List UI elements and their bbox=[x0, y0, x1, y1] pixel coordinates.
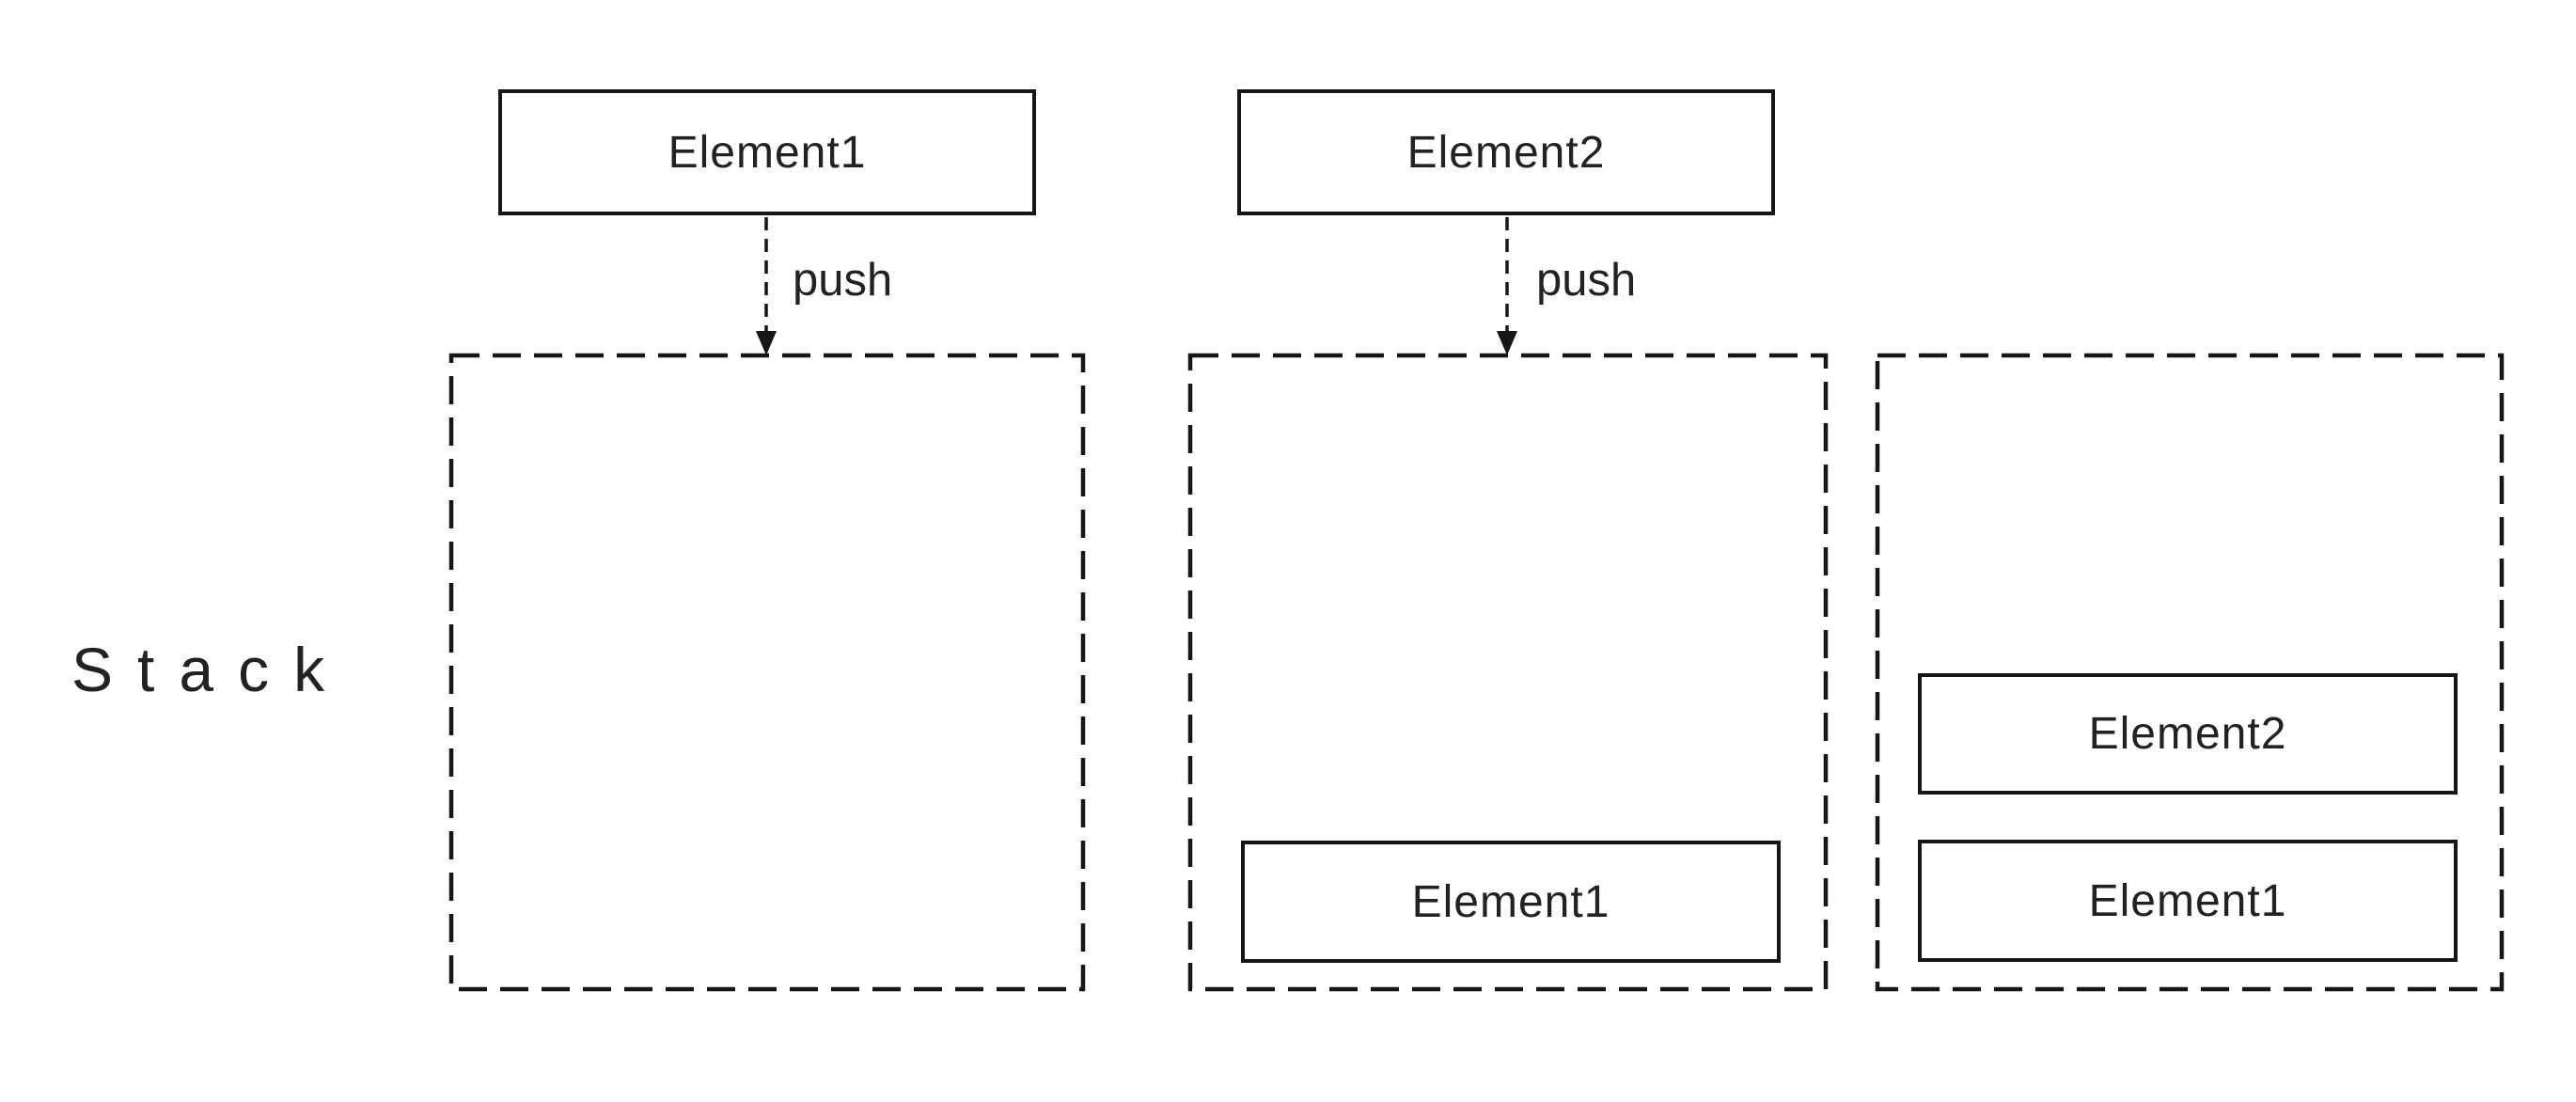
element1-source-box: Element1 bbox=[498, 89, 1036, 215]
stack-item-label: Element2 bbox=[2088, 709, 2287, 759]
stack-item-label: Element1 bbox=[2088, 875, 2287, 926]
stack-item-element1: Element1 bbox=[1918, 840, 2458, 962]
stack-title: Stack bbox=[71, 635, 350, 704]
push-label-2: push bbox=[1536, 255, 1637, 306]
stack-item-element2: Element2 bbox=[1918, 673, 2458, 795]
stack-item-element1: Element1 bbox=[1241, 841, 1781, 963]
push-arrowhead-1-icon bbox=[756, 331, 777, 355]
element1-source-label: Element1 bbox=[668, 127, 867, 178]
element2-source-box: Element2 bbox=[1237, 89, 1775, 215]
push-arrowhead-2-icon bbox=[1497, 331, 1517, 355]
stack-item-label: Element1 bbox=[1411, 876, 1610, 927]
element2-source-label: Element2 bbox=[1406, 127, 1606, 178]
stack-outline-one-item bbox=[1187, 353, 1829, 992]
stack-outline-empty bbox=[448, 353, 1086, 992]
push-label-1: push bbox=[793, 255, 893, 306]
stack-outline-two-items bbox=[1875, 353, 2505, 992]
